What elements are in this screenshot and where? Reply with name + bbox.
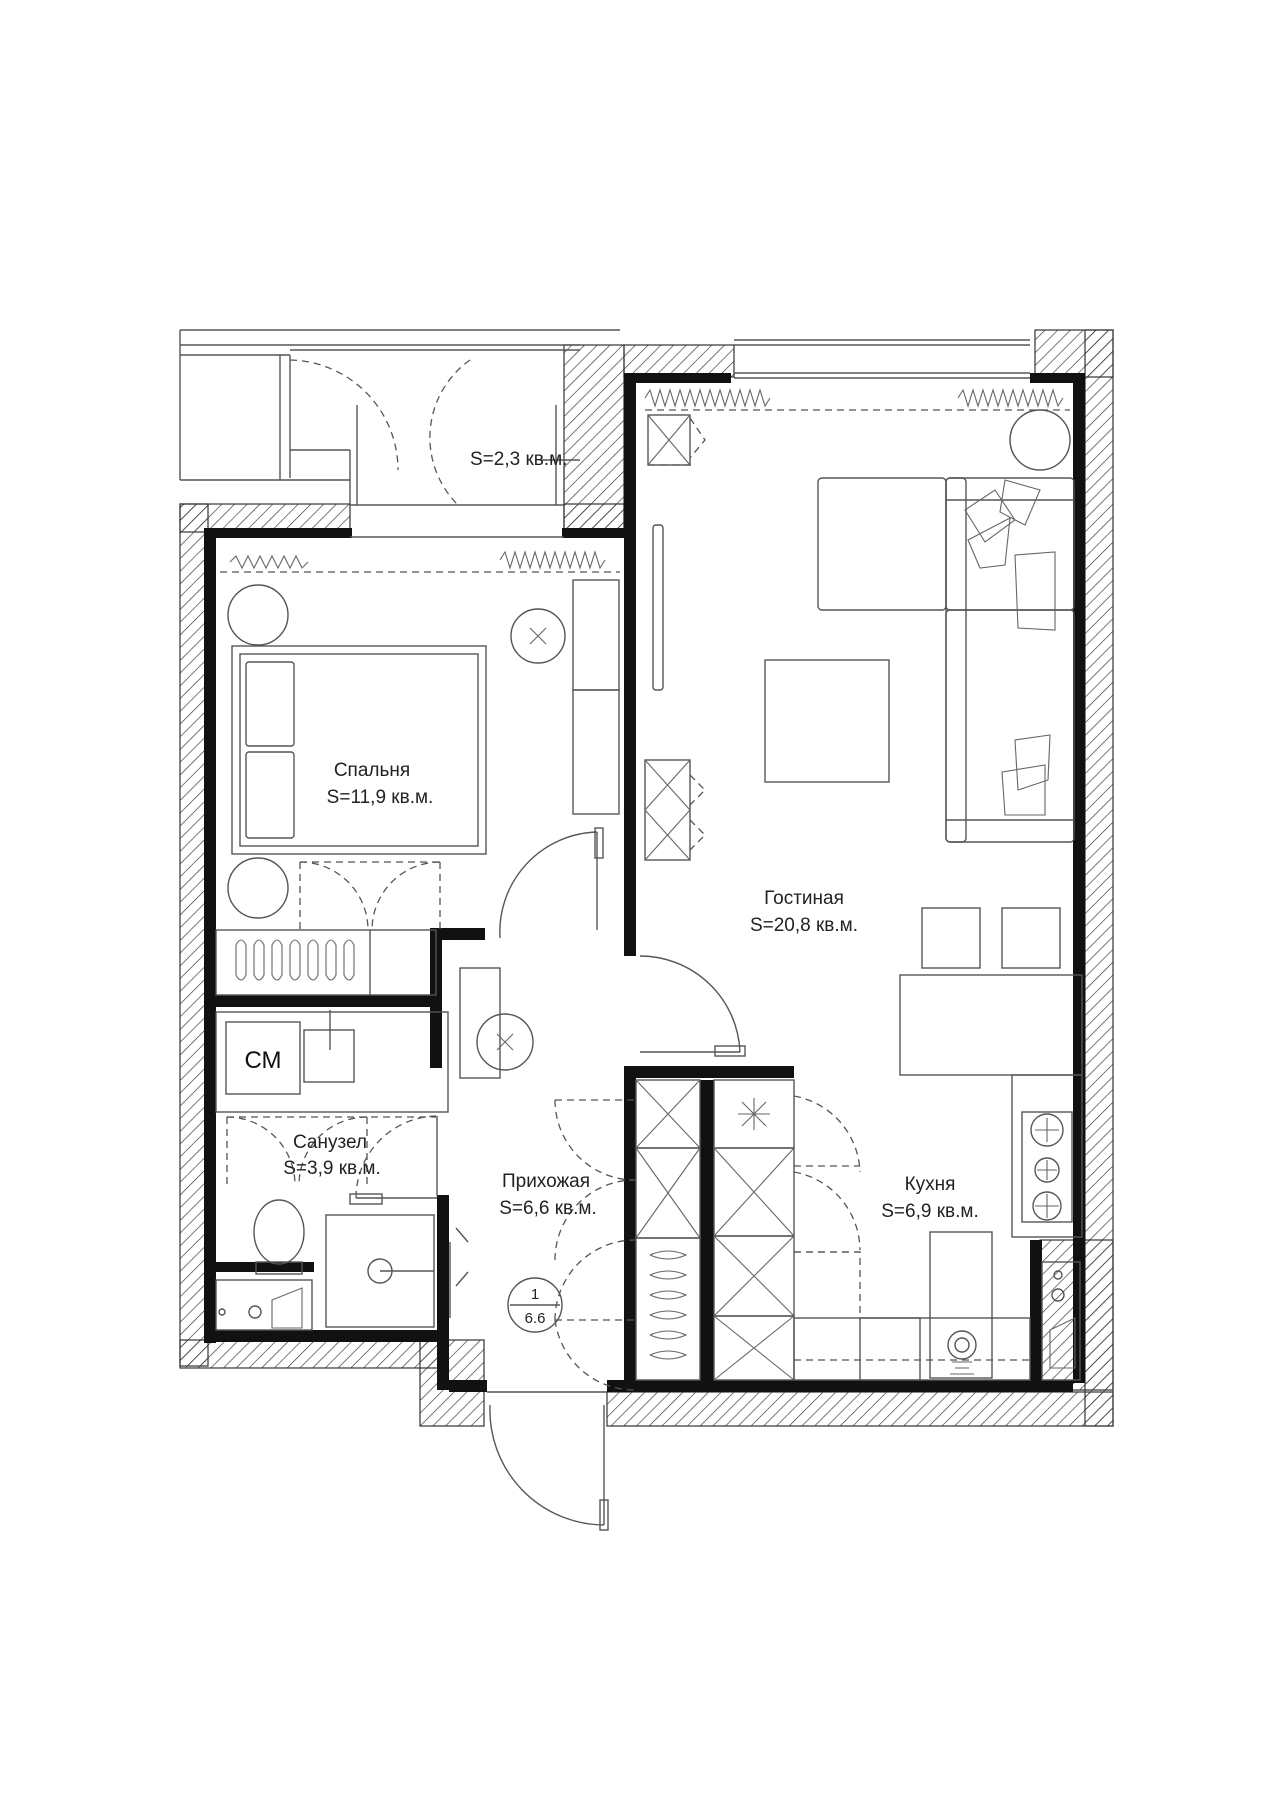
bedroom-name: Спальня xyxy=(334,760,410,781)
marker-top: 1 xyxy=(531,1286,539,1303)
living-window xyxy=(734,339,1030,379)
hallway-furniture xyxy=(349,967,701,1531)
living-furniture xyxy=(644,409,1083,1076)
room-labels: S=2,3 кв.м. Спальня S=11,9 кв.м. Гостина… xyxy=(244,449,978,1327)
kitchen-name: Кухня xyxy=(905,1174,956,1195)
living-area: S=20,8 кв.м. xyxy=(750,915,858,936)
hallway-area: S=6,6 кв.м. xyxy=(499,1198,597,1219)
balcony-area: S=2,3 кв.м. xyxy=(470,449,568,470)
bedroom-furniture xyxy=(215,579,620,996)
bedroom-area: S=11,9 кв.м. xyxy=(327,787,434,808)
hallway-name: Прихожая xyxy=(502,1171,590,1192)
living-door xyxy=(639,955,746,1057)
exterior-walls xyxy=(179,329,1114,1427)
kitchen-area: S=6,9 кв.м. xyxy=(881,1201,979,1222)
bedroom-door xyxy=(499,827,604,939)
marker-bottom: 6.6 xyxy=(525,1310,546,1327)
section-marker xyxy=(507,1277,563,1333)
bathroom-name: Санузел xyxy=(293,1132,367,1153)
kitchen-fixtures xyxy=(713,1074,1083,1381)
washer-box xyxy=(225,1021,301,1095)
balcony xyxy=(179,329,620,538)
bathroom-area: S=3,9 кв.м. xyxy=(283,1158,381,1179)
radiators xyxy=(220,388,1070,573)
washer-label: СМ xyxy=(244,1047,281,1074)
bathroom-fixtures xyxy=(215,1010,469,1331)
living-name: Гостиная xyxy=(764,888,844,909)
